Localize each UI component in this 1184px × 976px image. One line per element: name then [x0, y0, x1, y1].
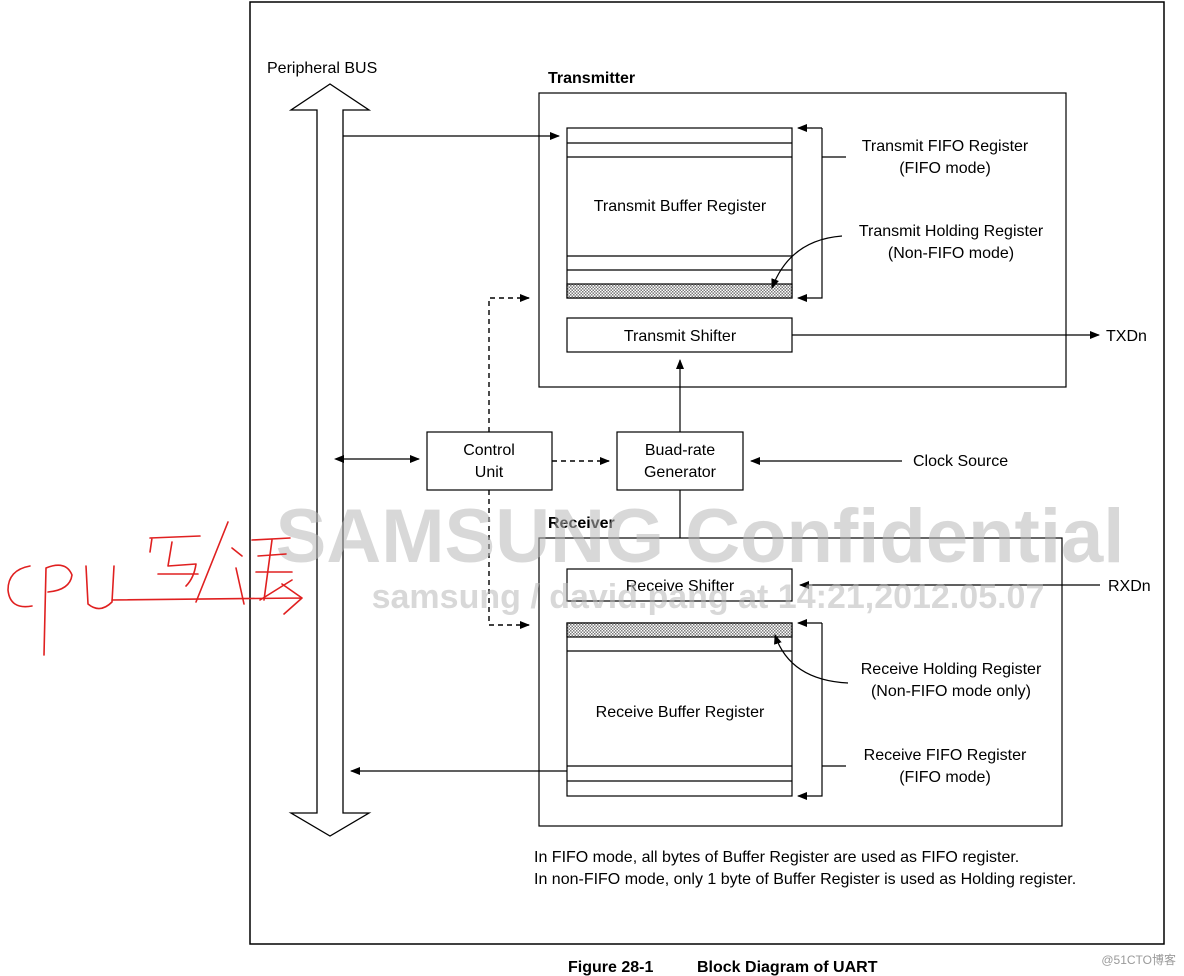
- control-unit-line1: Control: [463, 442, 515, 459]
- baud-generator-line1: Buad-rate: [645, 442, 715, 459]
- transmit-shifter: [566, 317, 793, 353]
- transmitter-title: Transmitter: [548, 70, 635, 87]
- receiver-title: Receiver: [548, 515, 615, 532]
- transmit-fifo-label-line2: (FIFO mode): [899, 160, 991, 177]
- receive-holding-cell: [566, 622, 793, 638]
- receive-holding-label-line2: (Non-FIFO mode only): [871, 683, 1031, 700]
- handwritten-annotation: [7, 521, 303, 656]
- clock-source-label: Clock Source: [913, 453, 1008, 470]
- transmit-fifo-label-line1: Transmit FIFO Register: [862, 138, 1029, 155]
- receive-fifo-label-line2: (FIFO mode): [899, 769, 991, 786]
- receive-shifter-label: Receive Shifter: [626, 578, 735, 595]
- confidential-watermark: SAMSUNG Confidential: [276, 494, 1125, 579]
- transmit-buffer-label: Transmit Buffer Register: [594, 198, 767, 215]
- receive-holding-label-line1: Receive Holding Register: [861, 661, 1042, 678]
- transmit-holding-label-line1: Transmit Holding Register: [859, 223, 1044, 240]
- rxd-label: RXDn: [1108, 578, 1151, 595]
- note-non-fifo-mode: In non-FIFO mode, only 1 byte of Buffer …: [534, 871, 1076, 888]
- figure-number: Figure 28-1: [568, 959, 653, 976]
- note-fifo-mode: In FIFO mode, all bytes of Buffer Regist…: [534, 849, 1019, 866]
- baud-rate-generator: [616, 431, 744, 491]
- transmit-shifter-label: Transmit Shifter: [624, 328, 737, 345]
- receive-fifo-label-line1: Receive FIFO Register: [864, 747, 1027, 764]
- site-credit: @51CTO博客: [1101, 952, 1176, 967]
- peripheral-bus: [288, 83, 372, 837]
- control-unit-line2: Unit: [475, 464, 504, 481]
- receive-buffer-register: [566, 622, 793, 797]
- transmit-holding-label-line2: (Non-FIFO mode): [888, 245, 1014, 262]
- receive-buffer-label: Receive Buffer Register: [596, 704, 765, 721]
- confidential-watermark-sub: samsung / david.pang at 14:21,2012.05.07: [372, 578, 1045, 616]
- receive-shifter: [566, 568, 793, 602]
- figure-title: Block Diagram of UART: [697, 959, 878, 976]
- baud-generator-line2: Generator: [644, 464, 717, 481]
- control-unit: [426, 431, 553, 491]
- transmit-holding-cell: [566, 283, 793, 299]
- transmit-buffer-register: [566, 127, 793, 299]
- txd-label: TXDn: [1106, 328, 1147, 345]
- bus-label: Peripheral BUS: [267, 60, 377, 77]
